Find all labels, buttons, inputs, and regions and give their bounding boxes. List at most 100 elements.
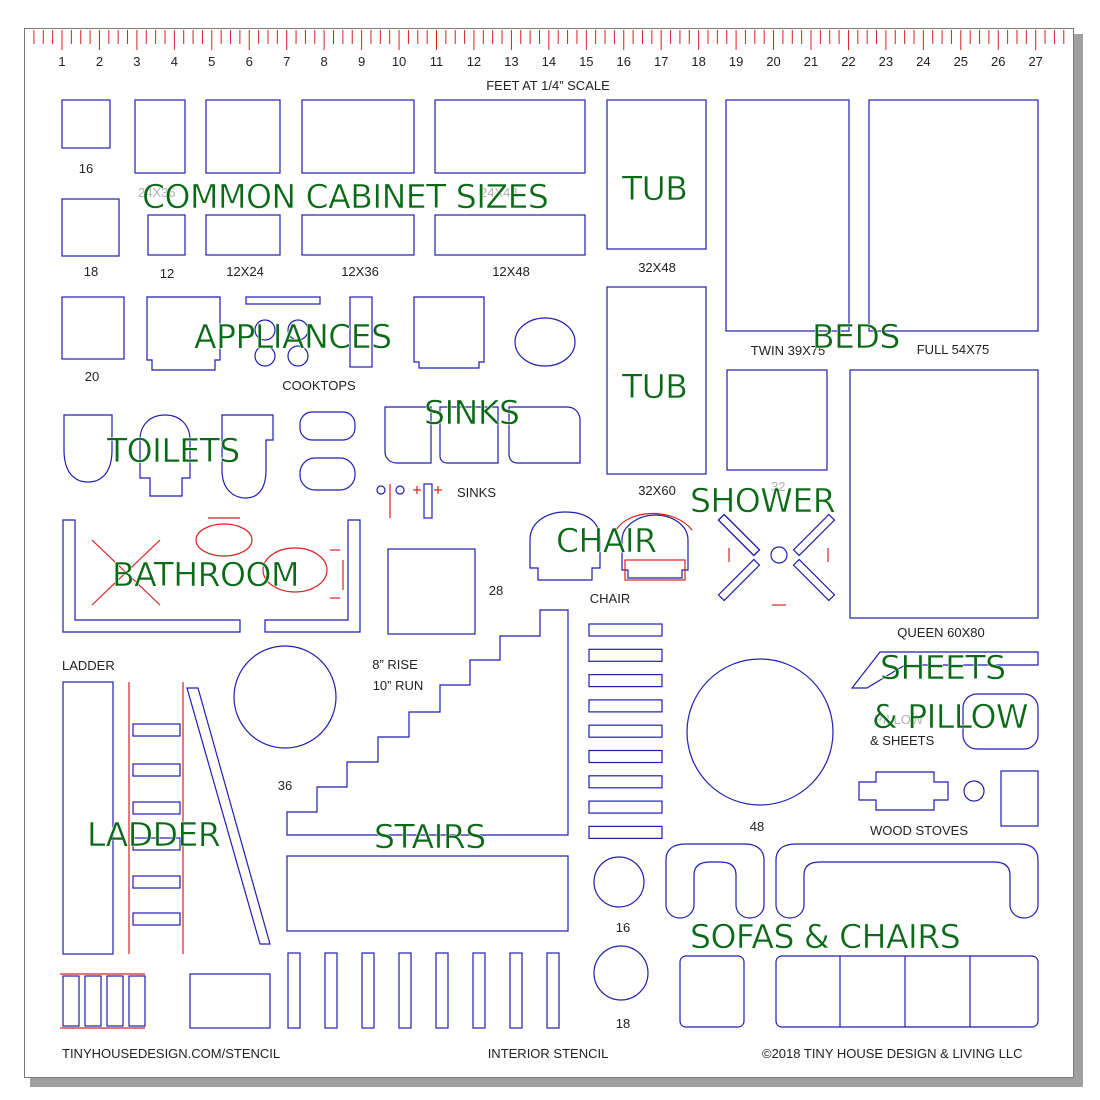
stair-bar [588,825,663,840]
stairs-outline [286,609,569,836]
title-chair: CHAIR [556,521,657,560]
ruler-ticks [33,30,1065,50]
vertical-bar [398,952,412,1029]
ruler-number: 11 [430,54,444,69]
title-beds: BEDS [812,317,900,356]
label-cab-18: 18 [84,264,98,279]
label-run: 10” RUN [373,678,424,693]
circle-48-outline [686,658,834,806]
label-ladder-small: LADDER [62,658,115,673]
ruler-number: 16 [617,54,631,69]
ruler-number: 1 [58,54,65,69]
circle-16-outline [593,856,645,908]
label-pillow-sheets: & SHEETS [870,733,935,748]
ruler-number: 4 [171,54,178,69]
vertical-bar [324,952,338,1029]
label-bed-queen: QUEEN 60X80 [897,625,984,640]
ruler-number: 6 [246,54,253,69]
sheet-shadow-right [1074,34,1083,1087]
tub-32x60-outline [606,286,707,475]
label-size-18: 18 [616,1016,630,1031]
sheet-shadow-bottom [30,1078,1082,1087]
ruler-number: 22 [841,54,855,69]
title-sofas: SOFAS & CHAIRS [690,917,960,956]
bathroom-outline [62,517,361,633]
ruler-number: 2 [96,54,103,69]
label-cab-12x24: 12X24 [226,264,264,279]
ruler-number: 21 [804,54,818,69]
label-size-48: 48 [750,819,764,834]
title-sinks: SINKS [424,393,519,432]
stair-bar [588,699,663,713]
stencil-sheet [24,28,1074,1078]
stair-bar [588,800,663,814]
ruler-number: 13 [504,54,518,69]
title-stairs: STAIRS [374,817,486,856]
square-28-outline [387,548,476,635]
vertical-bar-outlines [287,952,560,1029]
title-sheets: SHEETS [880,648,1006,687]
faint-label-24x48: 24X48 [480,185,518,200]
stair-bar [588,673,663,688]
stair-bar [588,648,663,662]
label-cab-12x36: 12X36 [341,264,379,279]
stair-bar [588,623,663,637]
label-sinks-small: SINKS [457,485,496,500]
bed-twin-outline [725,99,850,332]
ruler-number: 3 [133,54,140,69]
label-cab-12x48: 12X48 [492,264,530,279]
label-cooktops: COOKTOPS [282,378,356,393]
sofa-outlines [665,843,1039,1028]
vertical-bar [361,952,375,1029]
ruler-number: 14 [542,54,556,69]
label-cab-20: 20 [85,369,99,384]
title-toilets: TOILETS [106,431,240,470]
ruler-number: 17 [654,54,668,69]
label-chair-small: CHAIR [590,591,630,606]
ruler-number: 18 [691,54,705,69]
circle-18-outline [593,945,649,1001]
title-bathroom: BATHROOM [112,555,299,594]
vertical-bar [287,952,301,1029]
label-bed-twin: TWIN 39X75 [751,343,825,358]
ruler-number: 26 [991,54,1005,69]
ruler-number: 9 [358,54,365,69]
label-size-16: 16 [616,920,630,935]
title-tub-bottom: TUB [621,367,687,406]
ruler-number: 8 [321,54,328,69]
label-size-36: 36 [278,778,292,793]
ruler-number: 10 [392,54,406,69]
chair-outlines [529,511,693,581]
title-ladder: LADDER [87,815,220,854]
label-tub-32x48: 32X48 [638,260,676,275]
bed-queen-outline [849,369,1039,619]
vertical-bar [435,952,449,1029]
label-shower-32: 32 [771,479,785,494]
label-size-28: 28 [489,583,503,598]
title-tub-top: TUB [621,169,687,208]
label-cab-16: 16 [79,161,93,176]
shower-drain-cutout [717,513,836,606]
circle-36-outline [233,645,337,749]
ruler-number: 27 [1028,54,1042,69]
footer-website: TINYHOUSEDESIGN.COM/STENCIL [62,1046,280,1061]
footer-title: INTERIOR STENCIL [488,1046,609,1061]
sheets-pillow-outlines [850,651,1039,750]
toilet-outlines [63,411,356,499]
ruler-number: 19 [729,54,743,69]
title-pillow: & PILLOW [872,697,1028,736]
ruler-number: 25 [954,54,968,69]
ruler-number: 23 [879,54,893,69]
label-wood-stoves: WOOD STOVES [870,823,968,838]
vertical-bar [509,952,523,1029]
footer-copyright: ©2018 TINY HOUSE DESIGN & LIVING LLC [762,1046,1023,1061]
sink-outlines [376,406,581,519]
appliance-outlines [146,296,576,371]
stair-bar [588,775,663,789]
vertical-bar [472,952,486,1029]
stair-bar [588,749,663,764]
tub-32x48-outline [606,99,707,250]
ruler-number: 12 [467,54,481,69]
ruler-number: 15 [579,54,593,69]
